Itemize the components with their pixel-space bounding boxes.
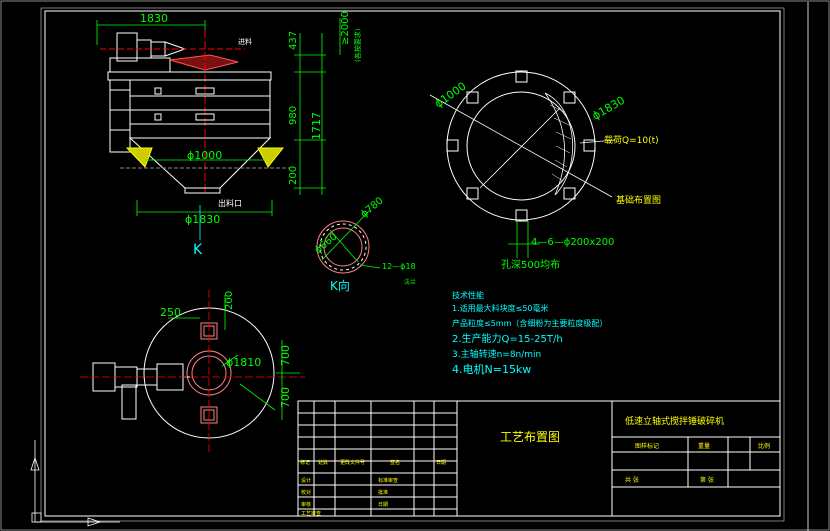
- rev-header: 标记: [300, 459, 310, 466]
- tech-title: 技术性能: [452, 290, 484, 300]
- rev-header: 日期: [436, 460, 446, 466]
- tech-line2: 产品粒度≤5mm（含细粉为主要粒度级配）: [452, 318, 607, 328]
- drawing-no-label: 图样标记: [635, 442, 659, 450]
- dim-phi-1000: ϕ1000: [187, 149, 222, 162]
- role-label: 校对: [301, 489, 311, 496]
- product-name: 低速立轴式搅拌锤破碎机: [625, 415, 724, 427]
- label-inlet: 进料: [238, 37, 252, 46]
- foundation-plan-view: ϕ1000 ϕ1830 载荷Q=10(t) 基础布置图 4—6—ϕ200x200…: [429, 70, 661, 271]
- role-label: 设计: [301, 477, 311, 484]
- dim-phi-1830: ϕ1830: [185, 213, 220, 226]
- title-block: [297, 400, 781, 517]
- lid: [169, 30, 239, 195]
- drawing-name: 工艺布置图: [500, 430, 560, 444]
- revision-headers: 标记 处数 更改文件号 签名 日期: [300, 459, 446, 466]
- rev-header: 更改文件号: [340, 459, 365, 466]
- plan-dim-1000: ϕ1000: [432, 80, 468, 111]
- dim-980: 980: [288, 106, 299, 125]
- label-outlet: 出料口: [218, 198, 242, 208]
- sheet-no-label: 第 张: [700, 476, 714, 484]
- rev-header: 签名: [390, 459, 400, 466]
- bp-dim-1810: ϕ1810: [226, 356, 261, 369]
- scale-label: 比例: [758, 442, 770, 450]
- weight-label: 重量: [698, 442, 710, 450]
- view-k-label: K: [193, 242, 203, 258]
- bp-dim-250: 250: [160, 306, 181, 319]
- front-dimension-lines: [96, 18, 341, 240]
- ucs-axis-icon: [30, 440, 120, 527]
- dim-200: 200: [288, 166, 299, 185]
- k-flange: 法兰: [404, 278, 416, 286]
- role-label: 日期: [378, 502, 388, 508]
- rev-header: 处数: [318, 459, 328, 466]
- plan-load: 载荷Q=10(t): [604, 134, 659, 146]
- dim-437: 437: [288, 31, 299, 50]
- dim-2000: ≥2000: [340, 11, 351, 45]
- k-view-flange: ϕ780 ϕ660 12—ϕ18 法兰 K向: [313, 195, 416, 293]
- bp-dim-700a: 700: [279, 345, 292, 366]
- bottom-plan-view: 250 200 ϕ1810 700 700: [80, 290, 305, 455]
- technical-specs: 技术性能 1.适用最大料块度≤50毫米 产品粒度≤5mm（含细粉为主要粒度级配）…: [452, 290, 607, 376]
- tech-line1: 1.适用最大料块度≤50毫米: [452, 303, 549, 313]
- plan-depth: 孔深500均布: [501, 259, 560, 271]
- note-right: (各按要求): [353, 28, 362, 62]
- plan-caption: 基础布置图: [616, 194, 661, 206]
- role-label: 工艺审查: [301, 510, 321, 517]
- plan-holes: 4—6—ϕ200x200: [531, 237, 614, 248]
- dim-top-width: 1830: [140, 12, 168, 25]
- role-label: 审核: [301, 501, 311, 508]
- motor-drive-assembly: [100, 32, 245, 73]
- sheet-label: 共 张: [625, 476, 639, 484]
- bp-dim-700b: 700: [279, 387, 292, 408]
- role-label: 标准审查: [378, 477, 398, 484]
- k-dim-660: ϕ660: [313, 231, 340, 256]
- support-legs: [125, 147, 285, 168]
- k-bolts: 12—ϕ18: [382, 262, 416, 271]
- dim-1717: 1717: [310, 112, 323, 140]
- k-dim-780: ϕ780: [359, 195, 386, 220]
- tech-line3: 2.生产能力Q=15-25T/h: [452, 332, 563, 345]
- front-elevation-view: 1830 437 980 1717 200 ≥2000 (各按要求) 进料 出料…: [96, 11, 362, 258]
- crusher-body: [107, 71, 272, 194]
- plan-dim-1830: ϕ1830: [590, 94, 627, 123]
- role-label: 批准: [378, 489, 388, 496]
- bp-dim-200: 200: [224, 291, 235, 310]
- tech-line5: 4.电机N=15kw: [452, 362, 531, 376]
- k-view-caption: K向: [330, 278, 350, 293]
- tech-line4: 3.主轴转速n=8n/min: [452, 348, 541, 360]
- role-labels: 设计 校对 审核 工艺审查 标准审查 批准 日期: [301, 477, 398, 517]
